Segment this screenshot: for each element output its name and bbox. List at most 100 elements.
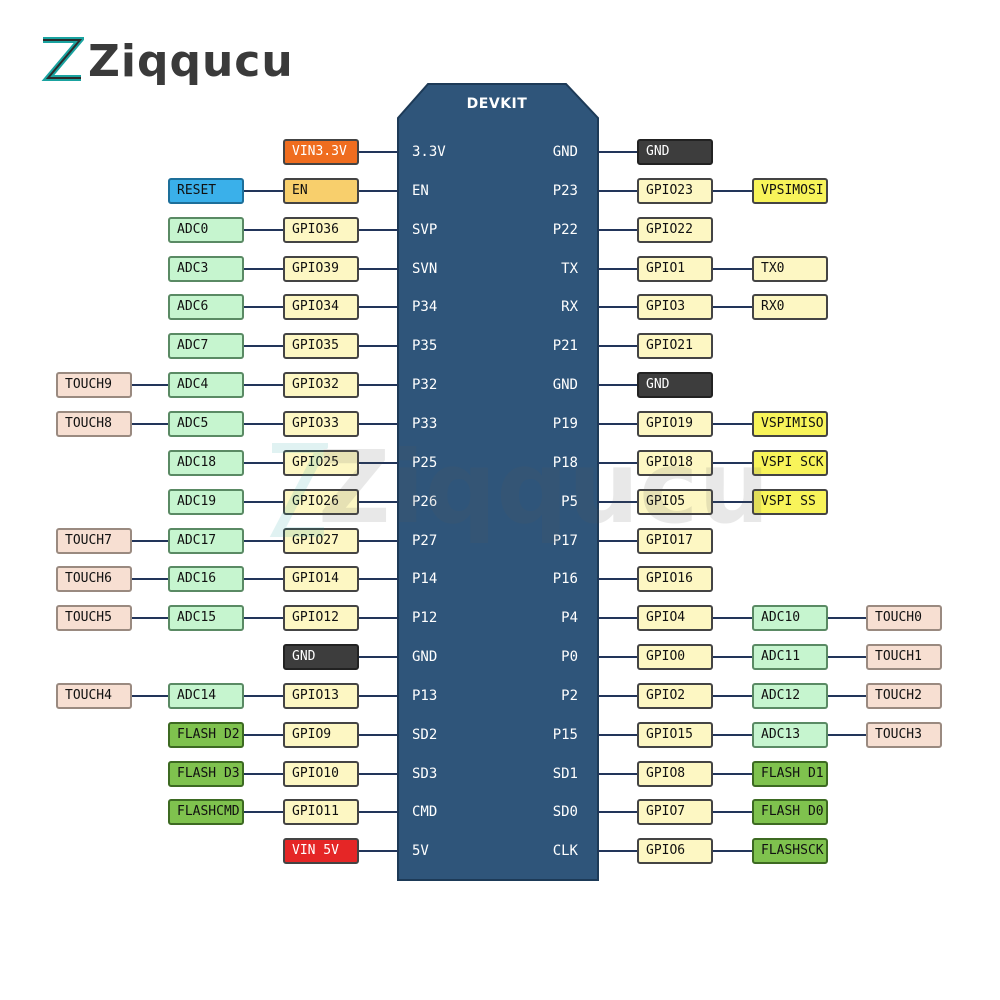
adc-label: ADC10: [752, 605, 828, 632]
gpio-label: GPIO21: [637, 333, 713, 360]
gpio-label: GPIO22: [637, 216, 713, 243]
board-pin-left: CMD: [412, 804, 438, 821]
touch-label: TOUCH0: [866, 605, 942, 632]
flash-label: FLASHSCK: [752, 838, 828, 865]
flash-label: FLASH D2: [168, 721, 244, 748]
adc-label: ADC16: [168, 566, 244, 593]
gpio-label: GPIO8: [637, 760, 713, 787]
gpio-label: GPIO15: [637, 721, 713, 748]
board-pin-left: GND: [412, 649, 438, 666]
gpio-label: GPIO11: [283, 799, 359, 826]
connector-line: [132, 539, 398, 542]
gpio-label: GPIO1: [637, 255, 713, 282]
board-pin-right: P15: [552, 726, 578, 743]
gnd-label: GND: [637, 372, 713, 399]
gpio-label: GPIO39: [283, 255, 359, 282]
gpio-label: GPIO18: [637, 449, 713, 476]
gpio-label: GPIO17: [637, 527, 713, 554]
gpio-label: GPIO35: [283, 333, 359, 360]
touch-label: TOUCH9: [56, 372, 132, 399]
board-pin-right: P23: [552, 182, 578, 199]
flash-label: FLASH D1: [752, 760, 828, 787]
touch-label: TOUCH6: [56, 566, 132, 593]
gpio-label: GPIO32: [283, 372, 359, 399]
gpio-label: GPIO13: [283, 682, 359, 709]
touch-label: TOUCH4: [56, 682, 132, 709]
touch-label: TOUCH1: [866, 644, 942, 671]
vin5-label: VIN 5V: [283, 838, 359, 865]
board-pin-left: P34: [412, 299, 438, 316]
gpio-label: GPIO6: [637, 838, 713, 865]
touch-label: TOUCH5: [56, 605, 132, 632]
adc-label: ADC5: [168, 410, 244, 437]
gpio-label: GPIO9: [283, 721, 359, 748]
connector-line: [598, 617, 866, 620]
gpio-label: GPIO27: [283, 527, 359, 554]
gpio-label: GPIO7: [637, 799, 713, 826]
board-pin-right: P22: [552, 221, 578, 238]
board-pin-right: P2: [561, 687, 578, 704]
board-pin-left: P27: [412, 532, 438, 549]
gpio-label: GPIO19: [637, 410, 713, 437]
gnd-label: GND: [637, 139, 713, 165]
board-pin-right: CLK: [552, 843, 578, 860]
brand-z-icon: [41, 37, 84, 81]
board-pin-right: RX: [561, 299, 578, 316]
board-pin-left: 3.3V: [412, 144, 446, 160]
gpio-label: GPIO34: [283, 294, 359, 321]
spi-label: VSPI SCK: [752, 449, 828, 476]
board-pin-right: P19: [552, 415, 578, 432]
board-pin-left: SVP: [412, 221, 438, 238]
connector-line: [132, 617, 398, 620]
adc-label: ADC6: [168, 294, 244, 321]
gnd-label: GND: [283, 644, 359, 671]
connector-line: [359, 151, 398, 153]
gpio-label: GPIO36: [283, 216, 359, 243]
adc-label: ADC12: [752, 682, 828, 709]
connector-line: [598, 539, 637, 542]
vin33-label: VIN3.3V: [283, 139, 359, 165]
adc-label: ADC15: [168, 605, 244, 632]
adc-label: ADC13: [752, 721, 828, 748]
connector-line: [598, 656, 866, 659]
flash-label: FLASH D3: [168, 760, 244, 787]
touch-label: TOUCH2: [866, 682, 942, 709]
flash-label: FLASH D0: [752, 799, 828, 826]
board-pin-left: P33: [412, 415, 438, 432]
adc-label: ADC14: [168, 682, 244, 709]
gpio-label: GPIO26: [283, 488, 359, 515]
uart-label: TX0: [752, 255, 828, 282]
board-pin-right: P4: [561, 610, 578, 627]
board-pin-left: P12: [412, 610, 438, 627]
board-pin-left: EN: [412, 182, 429, 199]
board-pin-right: P0: [561, 649, 578, 666]
board-pin-left: P13: [412, 687, 438, 704]
board-pin-right: TX: [561, 260, 578, 277]
gpio-label: GPIO12: [283, 605, 359, 632]
board-pin-left: 5V: [412, 843, 429, 860]
gpio-label: GPIO16: [637, 566, 713, 593]
touch-label: TOUCH8: [56, 410, 132, 437]
board-pin-left: P14: [412, 571, 438, 588]
gpio-label: GPIO14: [283, 566, 359, 593]
adc-label: ADC4: [168, 372, 244, 399]
connector-line: [359, 850, 398, 853]
connector-line: [359, 656, 398, 659]
adc-label: ADC17: [168, 527, 244, 554]
connector-line: [598, 384, 637, 387]
board-pin-left: SD2: [412, 726, 438, 743]
board-pin-left: SVN: [412, 260, 438, 277]
board-pin-left: SD3: [412, 765, 438, 782]
board-pin-left: P32: [412, 377, 438, 394]
connector-line: [598, 578, 637, 581]
board-pin-left: P26: [412, 493, 438, 510]
connector-line: [598, 733, 866, 736]
board-pin-right: P16: [552, 571, 578, 588]
gpio-label: GPIO0: [637, 644, 713, 671]
board-pin-right: P21: [552, 338, 578, 355]
gpio-label: GPIO3: [637, 294, 713, 321]
board-title: DEVKIT: [466, 96, 528, 112]
connector-line: [132, 694, 398, 697]
